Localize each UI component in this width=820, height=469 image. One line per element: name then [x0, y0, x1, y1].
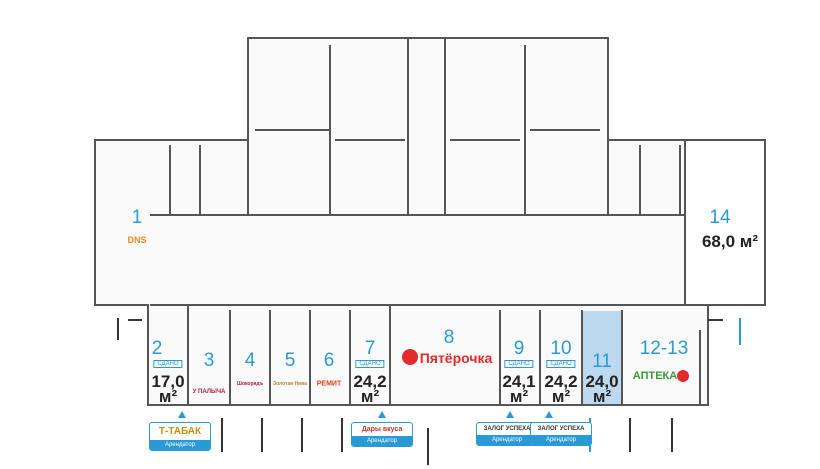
unit-1-number[interactable]: 1 — [131, 207, 143, 228]
unit-4-logo: Шокорядъ — [236, 381, 264, 387]
unit-5-number[interactable]: 5 — [284, 350, 296, 371]
unit-9-rented-badge: СДАНО — [504, 360, 534, 368]
unit-2-number[interactable]: 2 — [151, 338, 163, 359]
tenant-name: Т-ТАБАК — [158, 426, 202, 437]
unit-3-number[interactable]: 3 — [203, 350, 215, 371]
unit-2-tenant-card[interactable]: Т-ТАБАК Арендатор — [149, 422, 211, 451]
unit-10-rented-badge: СДАНО — [546, 360, 576, 368]
unit-6-logo: РЕМИТ — [316, 380, 342, 388]
unit-7-area-unit: м² — [360, 387, 380, 406]
unit-11-available-fill — [583, 311, 621, 404]
unit-10-area: 24,2 — [544, 372, 578, 391]
unit-9-area: 24,1 — [502, 372, 536, 391]
unit-7-area: 24,2 — [353, 372, 387, 391]
unit-2-rented-badge: СДАНО — [153, 360, 183, 368]
tenant-name: ЗАЛОГ УСПЕХА — [537, 426, 585, 432]
unit-8-number[interactable]: 8 — [443, 327, 455, 348]
unit-5-logo: Золотая Нива — [272, 381, 308, 387]
unit-14-area: 68,0 м² — [701, 232, 759, 251]
unit-11-area: 24,0 — [585, 372, 619, 391]
unit-8-logo: Пятёрочка — [419, 350, 493, 366]
tenant-role: Арендатор — [477, 435, 537, 445]
unit-12-13-logo: АПТЕКА — [632, 370, 678, 382]
apteka-logo-icon — [677, 370, 689, 382]
unit-11-area-unit: м² — [592, 387, 612, 406]
unit-10-tenant-card[interactable]: ЗАЛОГ УСПЕХА Арендатор — [530, 422, 592, 446]
unit-2-area-unit: м² — [158, 387, 178, 406]
tenant-role: Арендатор — [150, 440, 210, 450]
unit-9-area-unit: м² — [509, 387, 529, 406]
unit-14-number[interactable]: 14 — [709, 207, 731, 228]
unit-7-rented-badge: СДАНО — [355, 360, 385, 368]
unit-12-13-number[interactable]: 12-13 — [639, 338, 689, 359]
tenant-name: ЗАЛОГ УСПЕХА — [483, 426, 531, 432]
unit-7-number[interactable]: 7 — [364, 338, 376, 359]
unit-2-area: 17,0 — [151, 372, 185, 391]
unit-3-logo: У ПАЛЫЧА — [192, 389, 226, 395]
unit-1-logo: DNS — [127, 235, 147, 245]
pyaterochka-logo-icon — [402, 349, 418, 365]
unit-11-number[interactable]: 11 — [592, 351, 612, 372]
unit-9-number[interactable]: 9 — [513, 338, 525, 359]
unit-4-number[interactable]: 4 — [244, 350, 256, 371]
tenant-name: Дары вкуса — [361, 426, 403, 433]
unit-10-number[interactable]: 10 — [550, 338, 572, 359]
unit-10-area-unit: м² — [551, 387, 571, 406]
tenant-role: Арендатор — [352, 436, 412, 446]
tenant-role: Арендатор — [531, 435, 591, 445]
unit-6-number[interactable]: 6 — [323, 350, 335, 371]
entrance-arrows — [117, 318, 723, 465]
unit-9-tenant-card[interactable]: ЗАЛОГ УСПЕХА Арендатор — [476, 422, 538, 446]
